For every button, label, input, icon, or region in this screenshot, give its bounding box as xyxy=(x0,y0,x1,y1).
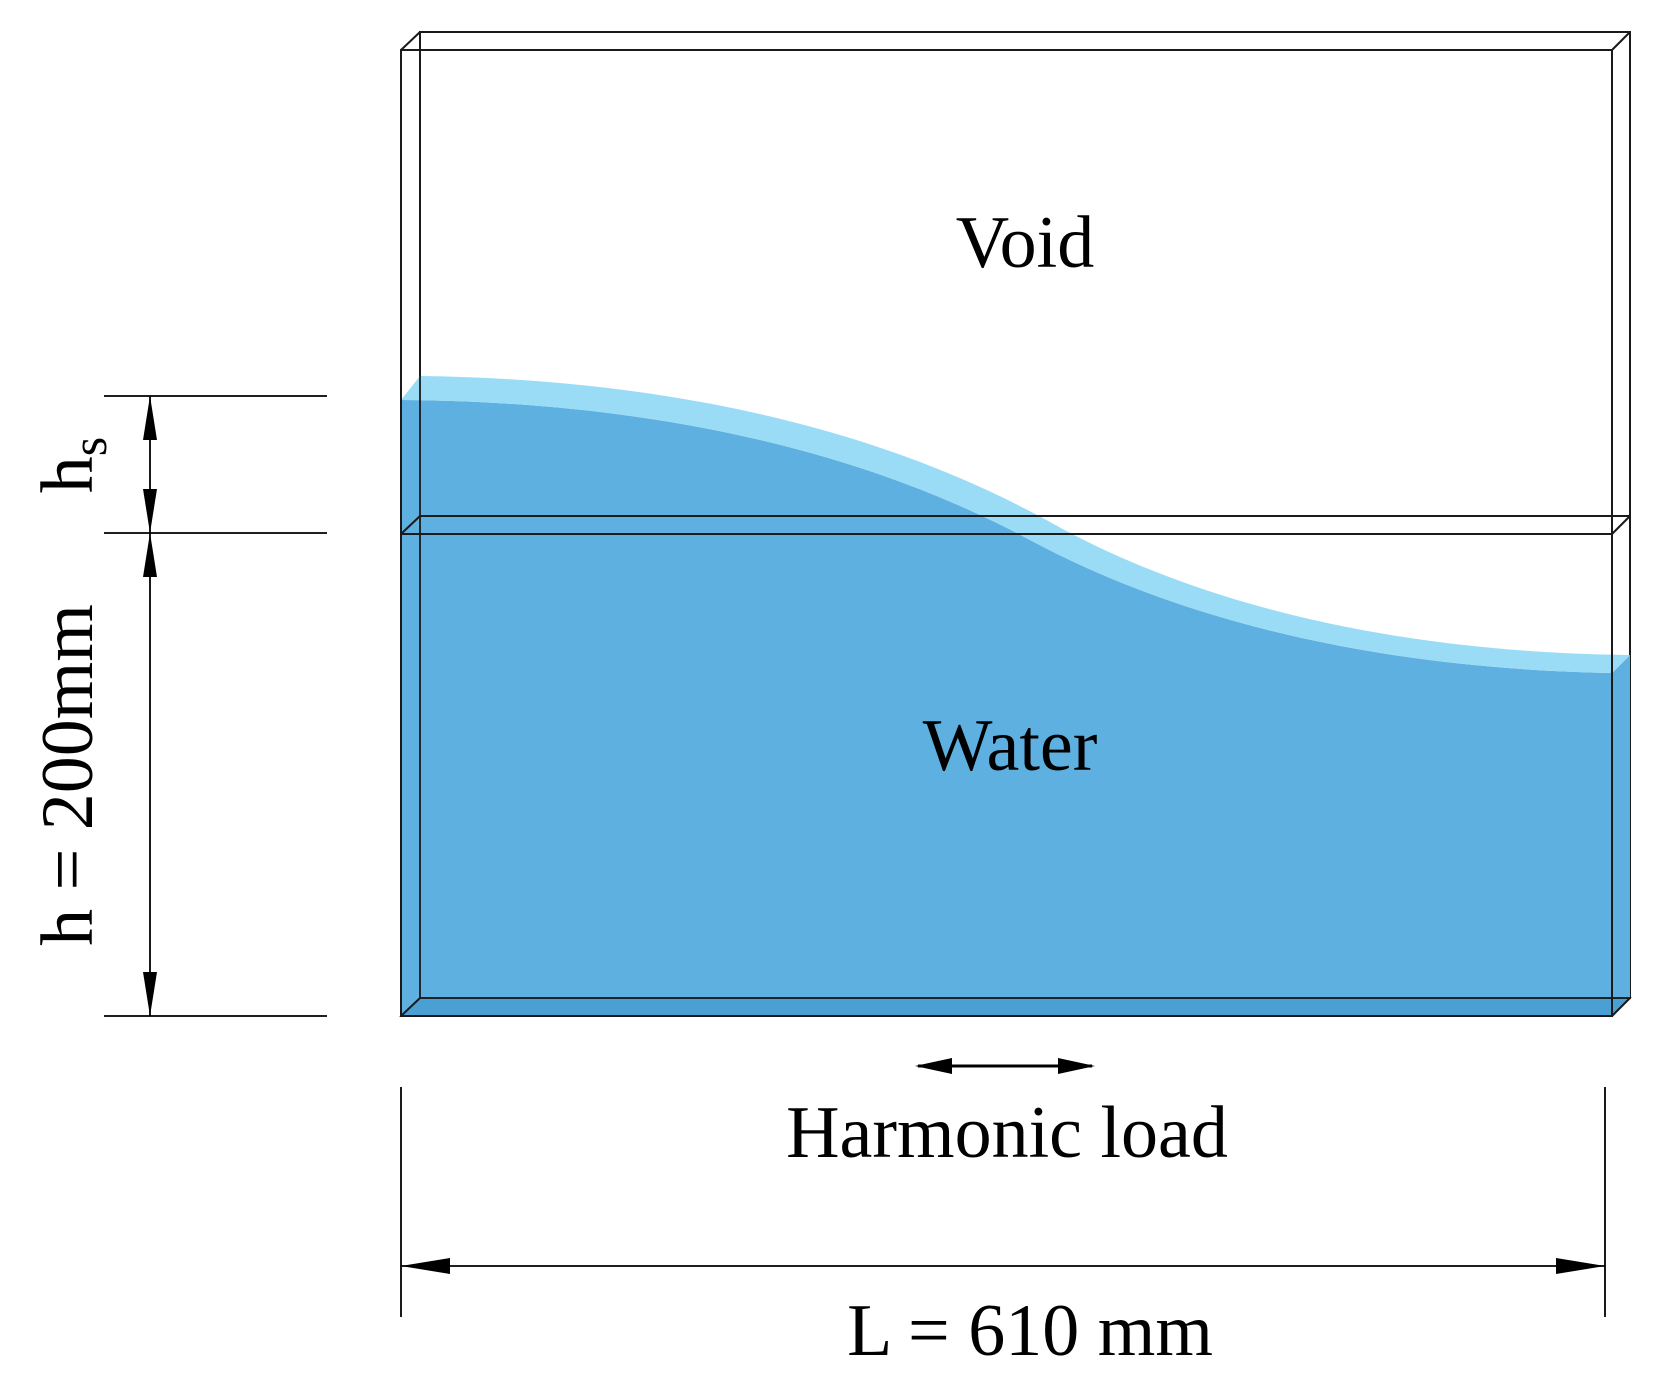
slosh-height-arrow-bottom xyxy=(143,489,157,533)
tank-edge-top-left xyxy=(400,31,421,51)
depth-arrow-top xyxy=(143,533,157,577)
slosh-height-label-main: h xyxy=(27,456,109,493)
void-label: Void xyxy=(956,202,1094,284)
slosh-height-label-subscript: s xyxy=(61,437,117,456)
tank-edge-top-right xyxy=(1611,31,1631,51)
tank-front-face xyxy=(400,49,1613,1017)
tank-edge-bottom-left xyxy=(400,997,421,1017)
length-arrow-right xyxy=(1556,1258,1605,1274)
still-level-left-connector xyxy=(400,515,421,535)
harmonic-load-arrow-left xyxy=(915,1058,952,1074)
tank-edge-bottom-right xyxy=(1611,997,1631,1017)
length-arrow-left xyxy=(401,1258,450,1274)
depth-label: h = 200mm xyxy=(27,604,109,946)
harmonic-load-label: Harmonic load xyxy=(786,1092,1228,1174)
free-surface xyxy=(401,376,1630,673)
depth-arrow-bottom xyxy=(143,972,157,1016)
tank-bottom-slab xyxy=(399,997,1632,1017)
slosh-height-label: hs xyxy=(27,437,117,493)
still-level-right-connector xyxy=(1611,515,1631,535)
water-body xyxy=(401,400,1630,1016)
length-label: L = 610 mm xyxy=(847,1290,1213,1372)
harmonic-load-arrow-right xyxy=(1058,1058,1095,1074)
slosh-height-arrow-top xyxy=(143,396,157,440)
water-label: Water xyxy=(923,705,1098,787)
